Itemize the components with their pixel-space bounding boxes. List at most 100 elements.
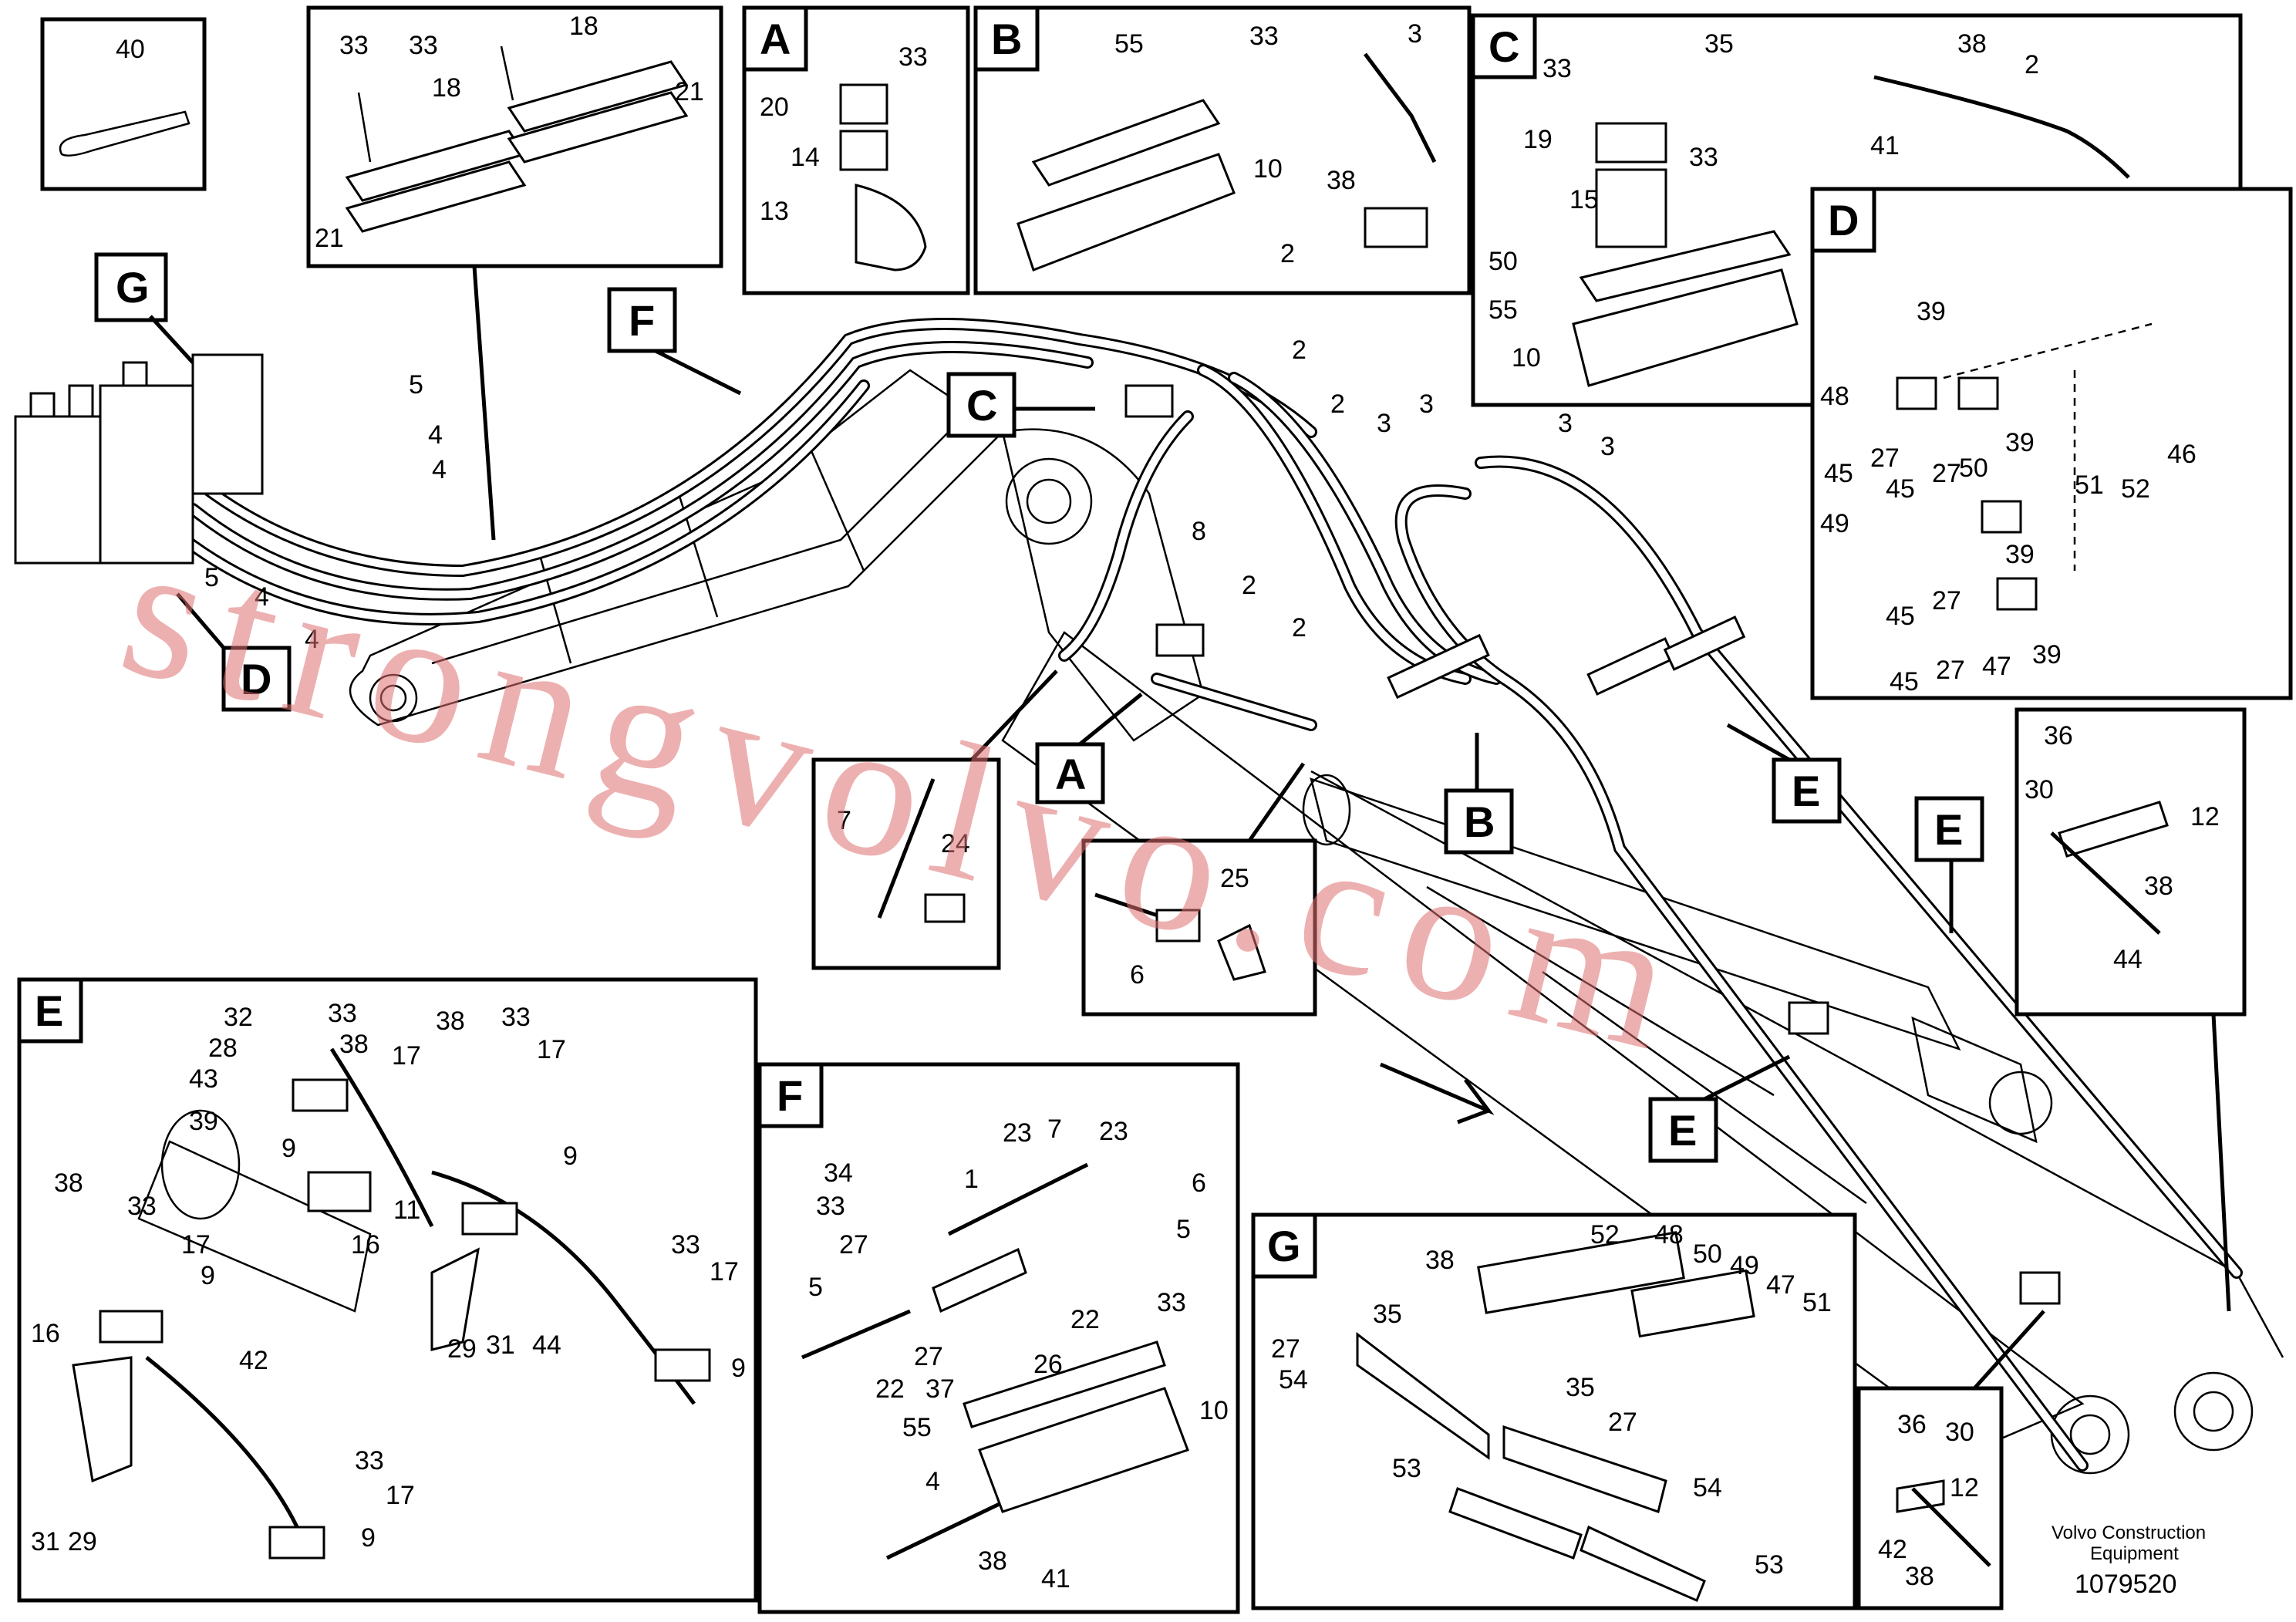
arm-cylinder: [1310, 777, 1961, 1051]
label-53: 53: [1755, 1550, 1784, 1580]
label-29: 29: [68, 1527, 97, 1556]
label-5: 5: [808, 1273, 823, 1302]
callout-letters: G F C D A B E E E A B C D E F G: [17, 5, 1984, 1279]
label-24: 24: [941, 829, 970, 858]
label-33: 33: [409, 31, 438, 60]
label-35: 35: [1566, 1373, 1595, 1402]
label-43: 43: [189, 1064, 218, 1094]
label-7: 7: [1047, 1114, 1062, 1144]
label-47: 47: [1982, 652, 2011, 681]
label-50: 50: [1959, 454, 1988, 483]
label-51: 51: [1802, 1288, 1832, 1317]
label-9: 9: [731, 1354, 746, 1383]
label-4: 4: [925, 1467, 940, 1496]
label-27: 27: [1271, 1334, 1300, 1364]
label-42: 42: [239, 1346, 268, 1375]
label-2: 2: [1242, 571, 1256, 600]
label-15: 15: [1569, 185, 1599, 214]
label-22: 22: [1070, 1305, 1100, 1334]
label-52: 52: [1590, 1220, 1620, 1249]
panel-g-letter: G: [1267, 1222, 1301, 1270]
label-39: 39: [1917, 297, 1946, 326]
label-33: 33: [899, 42, 928, 72]
label-3: 3: [1419, 389, 1434, 419]
boom-outline: [349, 369, 1004, 727]
label-6: 6: [1130, 960, 1145, 990]
label-39: 39: [2005, 540, 2035, 569]
label-2: 2: [1330, 389, 1345, 419]
label-38: 38: [1327, 166, 1356, 195]
label-17: 17: [537, 1035, 566, 1064]
label-27: 27: [839, 1230, 868, 1259]
panel-24: [811, 757, 1001, 970]
control-valve-block: [14, 353, 264, 565]
label-31: 31: [486, 1330, 515, 1360]
label-10: 10: [1253, 154, 1283, 184]
label-50: 50: [1489, 247, 1518, 276]
label-47: 47: [1766, 1270, 1795, 1300]
label-11: 11: [393, 1195, 420, 1225]
label-1: 1: [964, 1165, 979, 1194]
label-10: 10: [1512, 343, 1541, 373]
label-9: 9: [361, 1523, 376, 1553]
label-27: 27: [1932, 459, 1961, 488]
label-14: 14: [791, 143, 820, 172]
label-8: 8: [1192, 517, 1206, 546]
label-38: 38: [436, 1007, 465, 1036]
label-54: 54: [1693, 1473, 1722, 1502]
label-38: 38: [1425, 1246, 1455, 1275]
label-2: 2: [1292, 336, 1306, 365]
label-33: 33: [1542, 54, 1572, 83]
label-9: 9: [563, 1141, 578, 1171]
callout-g: G: [116, 263, 150, 312]
label-55: 55: [1114, 29, 1144, 59]
label-27: 27: [1870, 443, 1900, 473]
label-33: 33: [339, 31, 369, 60]
label-40: 40: [116, 35, 145, 64]
label-27: 27: [914, 1342, 943, 1371]
label-5: 5: [1176, 1215, 1191, 1244]
label-37: 37: [925, 1374, 955, 1404]
panel-e-letter: E: [35, 986, 63, 1035]
label-33: 33: [1689, 143, 1718, 172]
label-9: 9: [201, 1261, 215, 1290]
label-16: 16: [351, 1230, 380, 1259]
label-28: 28: [208, 1034, 238, 1063]
label-39: 39: [2032, 640, 2062, 669]
label-30: 30: [2025, 775, 2054, 804]
panel-f-letter: F: [777, 1071, 803, 1120]
callout-e-1: E: [1792, 767, 1820, 815]
label-33: 33: [671, 1230, 700, 1259]
clamp-set: [1124, 384, 2061, 1305]
callout-f: F: [629, 296, 655, 345]
panel-e-left: [17, 977, 758, 1603]
label-35: 35: [1704, 29, 1734, 59]
label-38: 38: [2144, 872, 2173, 901]
label-33: 33: [127, 1192, 157, 1221]
label-38: 38: [978, 1546, 1007, 1576]
label-6: 6: [1192, 1168, 1206, 1198]
label-4: 4: [305, 625, 319, 654]
label-34: 34: [824, 1158, 853, 1188]
boom-foot-pin: [369, 673, 418, 723]
label-33: 33: [816, 1192, 845, 1221]
panel-d: [1810, 187, 2293, 700]
label-38: 38: [1905, 1562, 1934, 1591]
label-33: 33: [355, 1446, 384, 1475]
label-13: 13: [760, 197, 789, 226]
label-16: 16: [31, 1319, 60, 1348]
hose-bundle: [179, 318, 2243, 1472]
callout-d: D: [241, 655, 271, 703]
label-38: 38: [1957, 29, 1987, 59]
callout-e-3: E: [1668, 1106, 1697, 1155]
panel-a-letter: A: [760, 15, 791, 63]
label-26: 26: [1033, 1350, 1063, 1379]
label-3: 3: [1600, 432, 1615, 461]
label-23: 23: [1003, 1118, 1032, 1148]
label-21: 21: [675, 77, 704, 106]
label-23: 23: [1099, 1117, 1128, 1146]
cable-tie-icon: [59, 110, 190, 157]
label-45: 45: [1886, 474, 1915, 504]
panel-d-letter: D: [1828, 196, 1859, 244]
